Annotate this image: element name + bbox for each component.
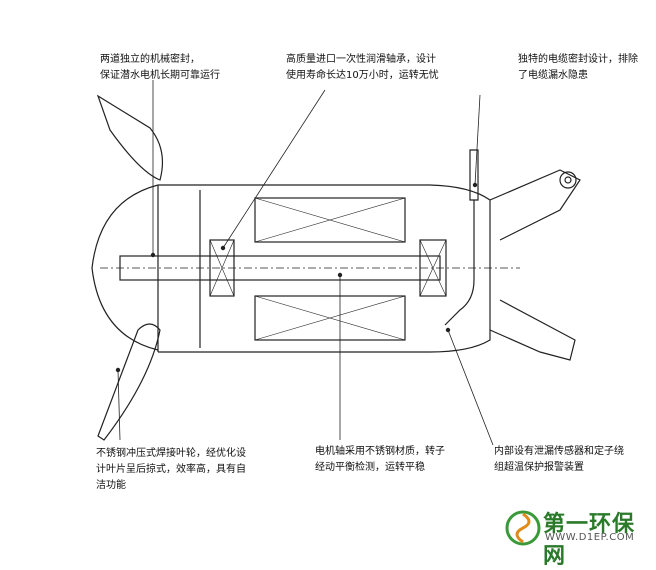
callout-line: 独特的电缆密封设计，排除 bbox=[518, 54, 638, 65]
stator-upper bbox=[254, 197, 406, 243]
callout-line: 了电缆漏水隐患 bbox=[518, 70, 588, 81]
callout-line: 组超温保护报警装置 bbox=[494, 462, 584, 473]
callout-line: 保证潜水电机长期可靠运行 bbox=[100, 70, 220, 81]
mixer-cross-section-diagram bbox=[91, 80, 581, 446]
callout-line: 内部设有泄漏传感器和定子绕 bbox=[494, 446, 624, 457]
callout-impeller: 不锈钢冲压式焊接叶轮，经优化设 计叶片呈后掠式，效率高，具有自 洁功能 bbox=[96, 446, 246, 494]
hub-cone bbox=[91, 184, 159, 351]
callout-shaft: 电机轴采用不锈钢材质，转子 经动平衡检测，运转平稳 bbox=[315, 444, 445, 476]
callout-sensors: 内部设有泄漏传感器和定子绕 组超温保护报警装置 bbox=[494, 444, 624, 476]
callout-cable-seal: 独特的电缆密封设计，排除 了电缆漏水隐患 bbox=[518, 52, 638, 84]
cable bbox=[444, 200, 475, 326]
site-logo-icon bbox=[505, 510, 541, 546]
callout-line: 洁功能 bbox=[96, 480, 126, 491]
callout-line: 高质量进口一次性润滑轴承，设计 bbox=[286, 54, 436, 65]
logo-url: WWW.D1EP.COM bbox=[545, 532, 635, 543]
front-bearing bbox=[209, 239, 235, 297]
bracket-pivot bbox=[559, 171, 577, 189]
rear-bearing bbox=[419, 239, 447, 297]
callout-mechanical-seal: 两道独立的机械密封， 保证潜水电机长期可靠运行 bbox=[100, 52, 220, 84]
callout-line: 不锈钢冲压式焊接叶轮，经优化设 bbox=[96, 448, 246, 459]
callout-line: 经动平衡检测，运转平稳 bbox=[315, 462, 425, 473]
callout-line: 计叶片呈后掠式，效率高，具有自 bbox=[96, 464, 246, 475]
stator-lower bbox=[254, 295, 406, 341]
upper-blade bbox=[96, 94, 163, 181]
callout-bearing: 高质量进口一次性润滑轴承，设计 使用寿命长达10万小时，运转无忧 bbox=[286, 52, 439, 84]
cable-gland bbox=[469, 149, 479, 201]
motor-housing bbox=[158, 184, 491, 353]
callout-line: 使用寿命长达10万小时，运转无忧 bbox=[286, 70, 439, 81]
mounting-bracket bbox=[489, 169, 581, 241]
lower-blade bbox=[97, 323, 161, 441]
callout-line: 两道独立的机械密封， bbox=[100, 54, 200, 65]
callout-line: 电机轴采用不锈钢材质，转子 bbox=[315, 446, 445, 457]
